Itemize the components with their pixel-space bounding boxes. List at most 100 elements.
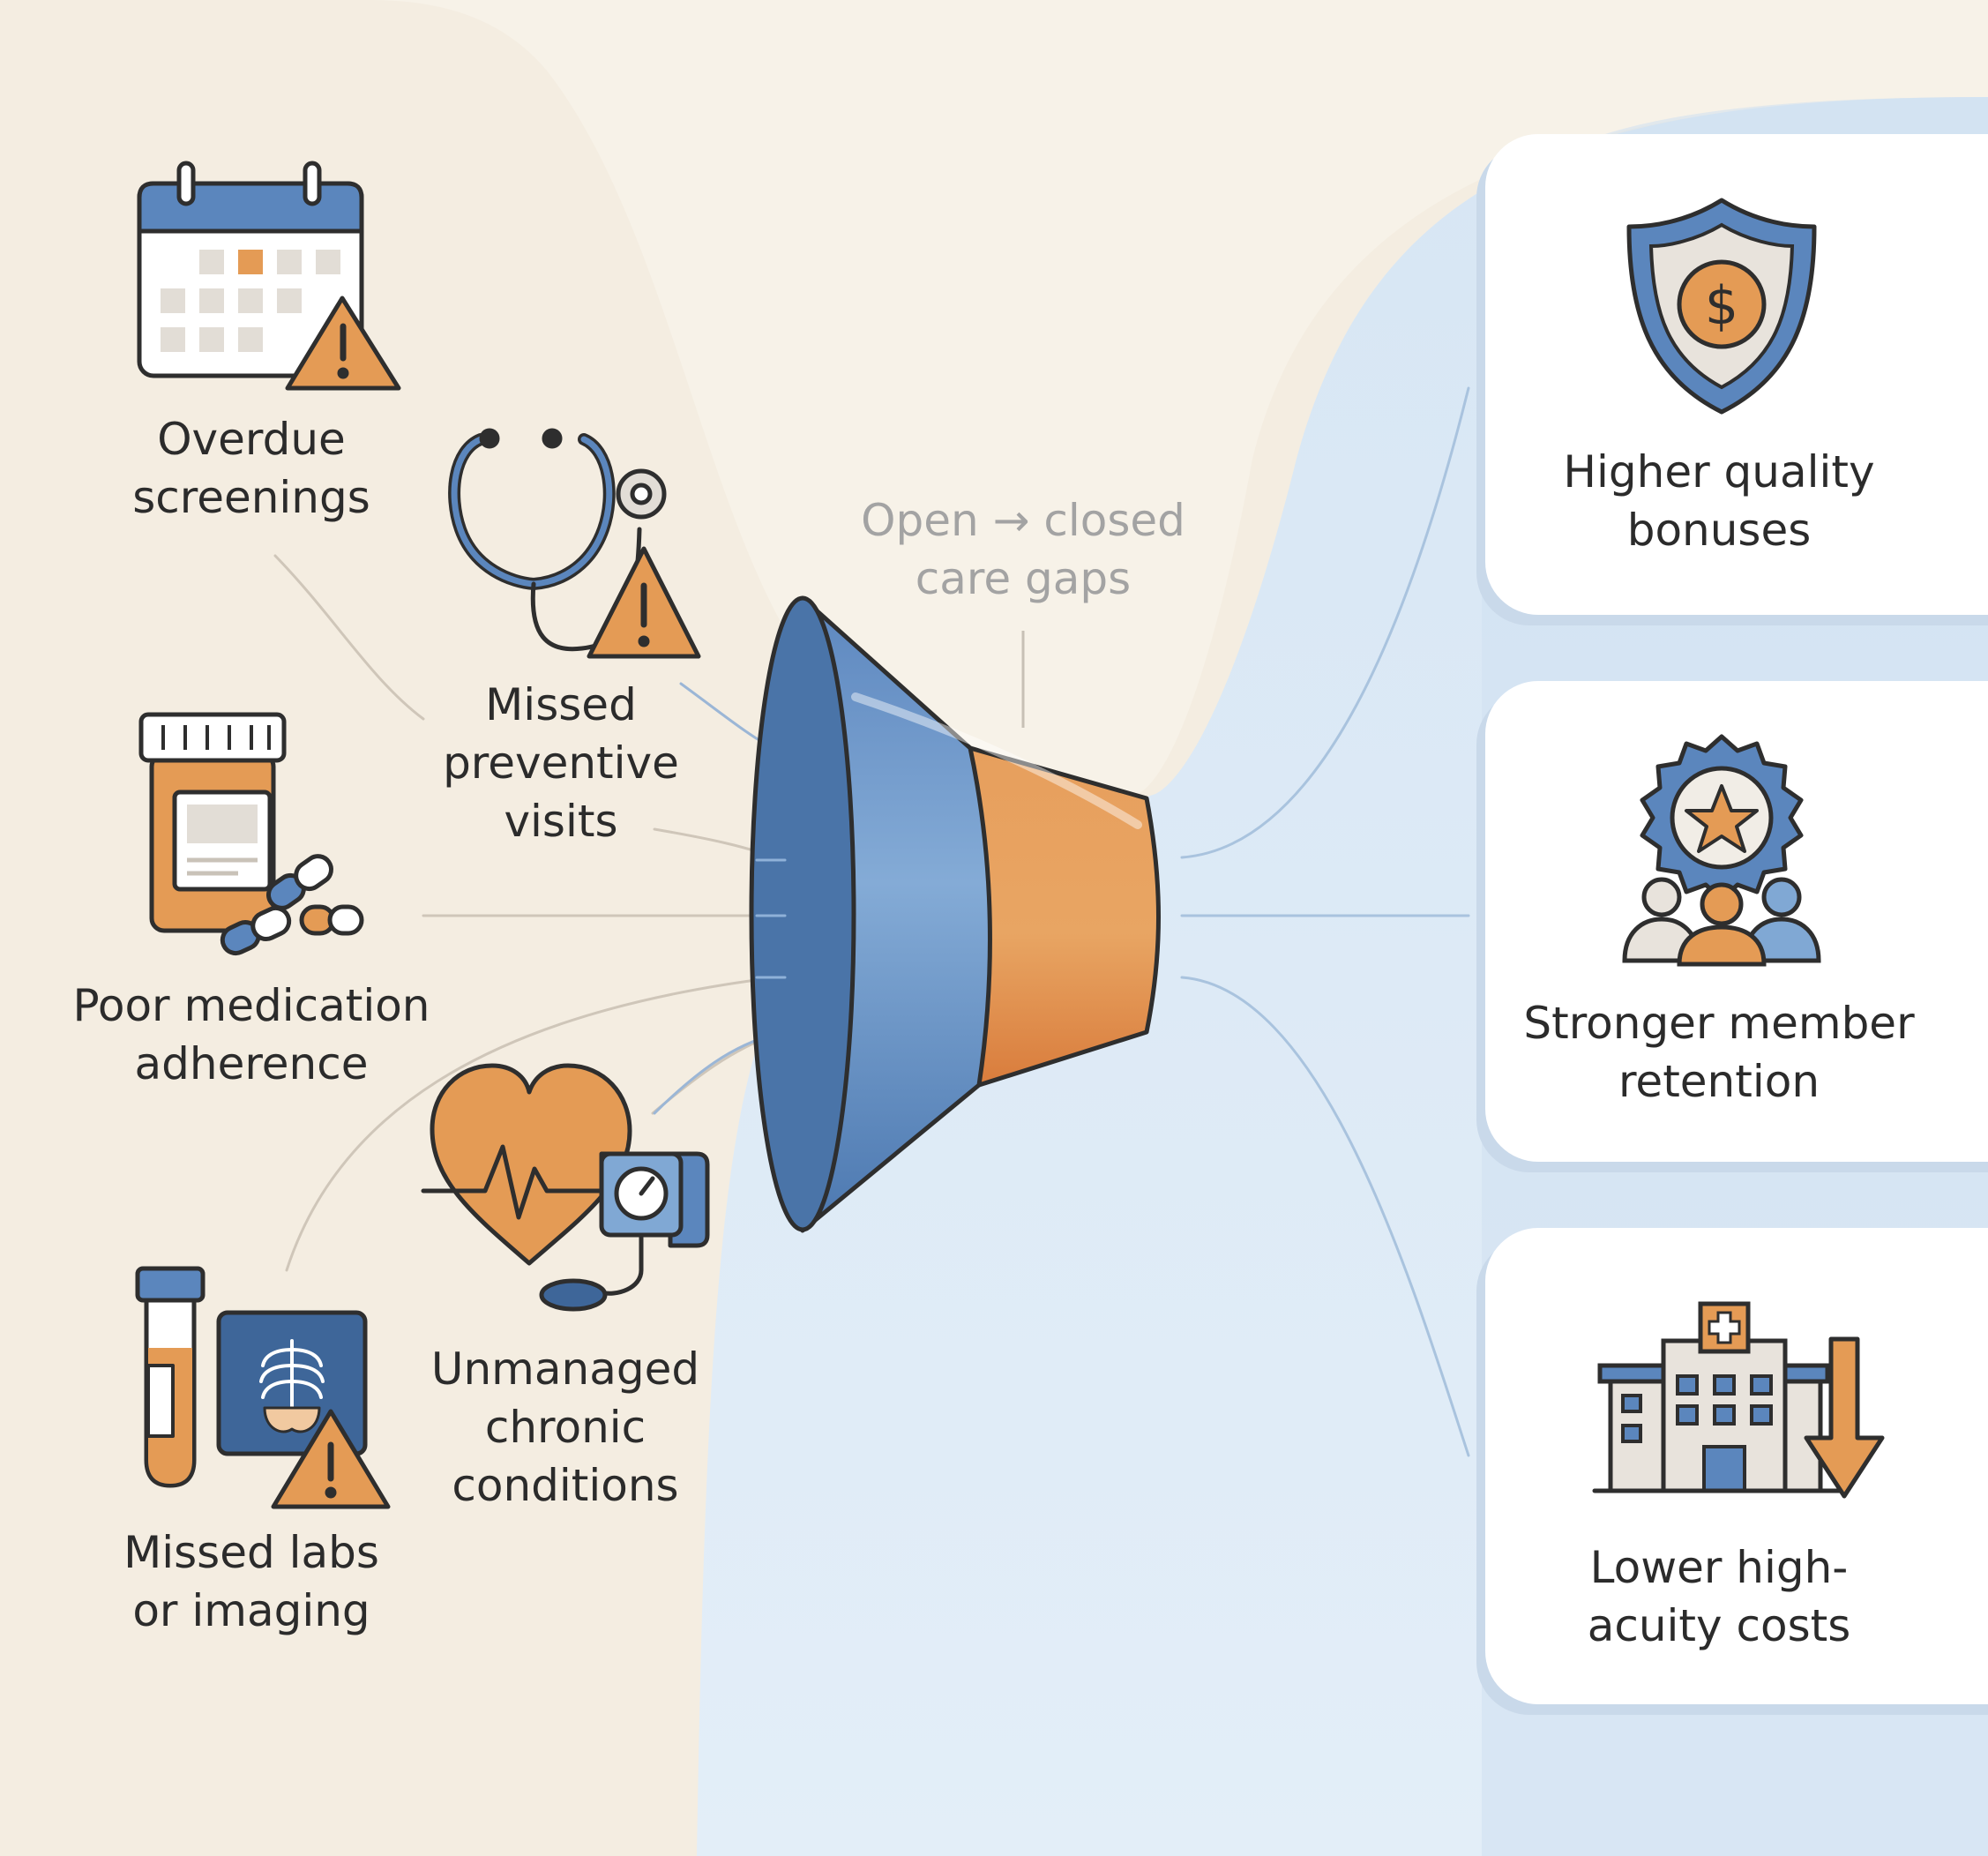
outcome-connectors: [1180, 386, 1470, 1457]
outcome-card-lower-high-acuity-costs: Lower high- acuity costs: [1485, 1228, 1988, 1704]
funnel-inlet-ticks: [755, 858, 787, 979]
calendar-cell: [238, 288, 263, 313]
hospital-down-arrow-icon: [1592, 1301, 1885, 1499]
cause-line: Missed labs: [123, 1527, 379, 1578]
xray-rib: [259, 1364, 325, 1383]
outcome-line: retention: [1618, 1056, 1820, 1107]
outcome-label: Higher quality bonuses: [1485, 443, 1953, 559]
hospital-window: [1713, 1404, 1736, 1426]
tube-cap: [135, 1266, 206, 1303]
stethoscope-chestpiece-center: [630, 483, 653, 505]
capsule: [220, 905, 292, 956]
badge-people-icon: [1622, 734, 1821, 967]
stethoscope-earpiece: [542, 428, 563, 449]
tube-label: [146, 1364, 175, 1438]
cause-line: or imaging: [132, 1585, 370, 1636]
capsule-half: [327, 904, 364, 936]
outcome-line: bonuses: [1626, 505, 1812, 556]
hospital-window: [1713, 1374, 1736, 1396]
hospital-window: [1621, 1424, 1642, 1443]
calendar-cell: [161, 327, 185, 352]
caption-line: Open → closed: [861, 495, 1185, 546]
outcome-line: Lower high-: [1589, 1542, 1849, 1593]
coin: [1677, 259, 1767, 349]
funnel-highlight: [851, 692, 1142, 829]
cause-line: preventive: [443, 737, 679, 789]
cause-label-missed-labs-imaging: Missed labs or imaging: [75, 1523, 428, 1640]
bottle-label-art: [187, 805, 258, 843]
calendar-cell: [316, 250, 340, 274]
capsule: [266, 854, 333, 910]
down-arrow: [1804, 1336, 1885, 1499]
outcome-line: acuity costs: [1587, 1600, 1851, 1651]
cause-line: screenings: [132, 472, 370, 523]
hospital-window: [1621, 1394, 1642, 1413]
xray-pelvis: [263, 1406, 321, 1433]
person-head: [1641, 877, 1682, 917]
caption-line: care gaps: [915, 553, 1132, 604]
calendar-cell: [199, 250, 224, 274]
bottle-cap: [138, 712, 287, 763]
pill-bottle-icon: [138, 712, 364, 956]
hospital-window: [1676, 1374, 1699, 1396]
bulb: [539, 1278, 608, 1312]
shield-dollar-icon: $: [1626, 198, 1817, 415]
cause-line: conditions: [452, 1460, 679, 1511]
xray-ribs: [259, 1339, 325, 1413]
connector-overdue-screenings: [273, 554, 425, 721]
cause-line: Poor medication: [72, 980, 430, 1031]
funnel-caption: Open → closed care gaps: [803, 491, 1244, 608]
hospital-cross: [1708, 1311, 1741, 1344]
warning-dot: [325, 1486, 337, 1499]
person-head: [1761, 877, 1802, 917]
cause-line: chronic: [484, 1402, 646, 1453]
calendar-cell: [199, 288, 224, 313]
funnel-blue-segment: [800, 595, 992, 1233]
capsule-half: [250, 905, 292, 942]
hospital-window: [1676, 1404, 1699, 1426]
funnel-mouth: [749, 595, 856, 1232]
gauge-needle: [639, 1176, 655, 1196]
cause-label-overdue-screenings: Overdue screenings: [75, 410, 428, 527]
calendar-cell: [161, 288, 185, 313]
calendar-ring: [176, 161, 196, 206]
hospital-window: [1750, 1374, 1773, 1396]
connector-high-acuity: [1180, 976, 1470, 1457]
heart-blood-pressure-icon: [421, 1063, 710, 1312]
calendar-cell: [238, 250, 263, 274]
funnel-orange-segment: [968, 745, 1161, 1088]
dollar-sign: $: [1705, 275, 1738, 337]
outcome-card-stronger-member-retention: Stronger member retention: [1485, 681, 1988, 1162]
calendar-cells: [161, 250, 340, 352]
warning-dot: [638, 635, 650, 647]
outcome-label: Stronger member retention: [1485, 994, 1953, 1111]
connector-labs-imaging: [285, 976, 778, 1272]
xray-rib: [261, 1348, 323, 1367]
hospital-windows: [1621, 1374, 1773, 1493]
capsule: [299, 904, 364, 936]
cause-line: adherence: [134, 1038, 369, 1089]
background-top-band: [370, 0, 1988, 807]
capsule-half: [294, 854, 333, 892]
calendar-ring: [303, 161, 322, 206]
outcome-line: Stronger member: [1523, 998, 1915, 1049]
calendar-cell: [277, 288, 302, 313]
stethoscope-warning-icon: [448, 428, 701, 659]
hospital-door: [1702, 1445, 1746, 1493]
cause-line: Overdue: [157, 414, 346, 465]
outcome-line: Higher quality: [1563, 446, 1875, 498]
stethoscope-earpiece: [479, 428, 500, 449]
cause-line: Missed: [485, 679, 637, 730]
cap-ridges: [161, 725, 271, 750]
cause-label-poor-medication-adherence: Poor medication adherence: [31, 977, 472, 1093]
person-body: [1677, 924, 1767, 967]
connector-quality-bonuses: [1180, 386, 1470, 859]
heartbeat-line: [421, 1144, 609, 1220]
hospital-window: [1750, 1404, 1773, 1426]
calendar-cell: [277, 250, 302, 274]
person-head: [1700, 882, 1744, 926]
calendar-cell: [238, 327, 263, 352]
cause-line: visits: [504, 796, 618, 847]
xray-rib: [261, 1380, 323, 1399]
